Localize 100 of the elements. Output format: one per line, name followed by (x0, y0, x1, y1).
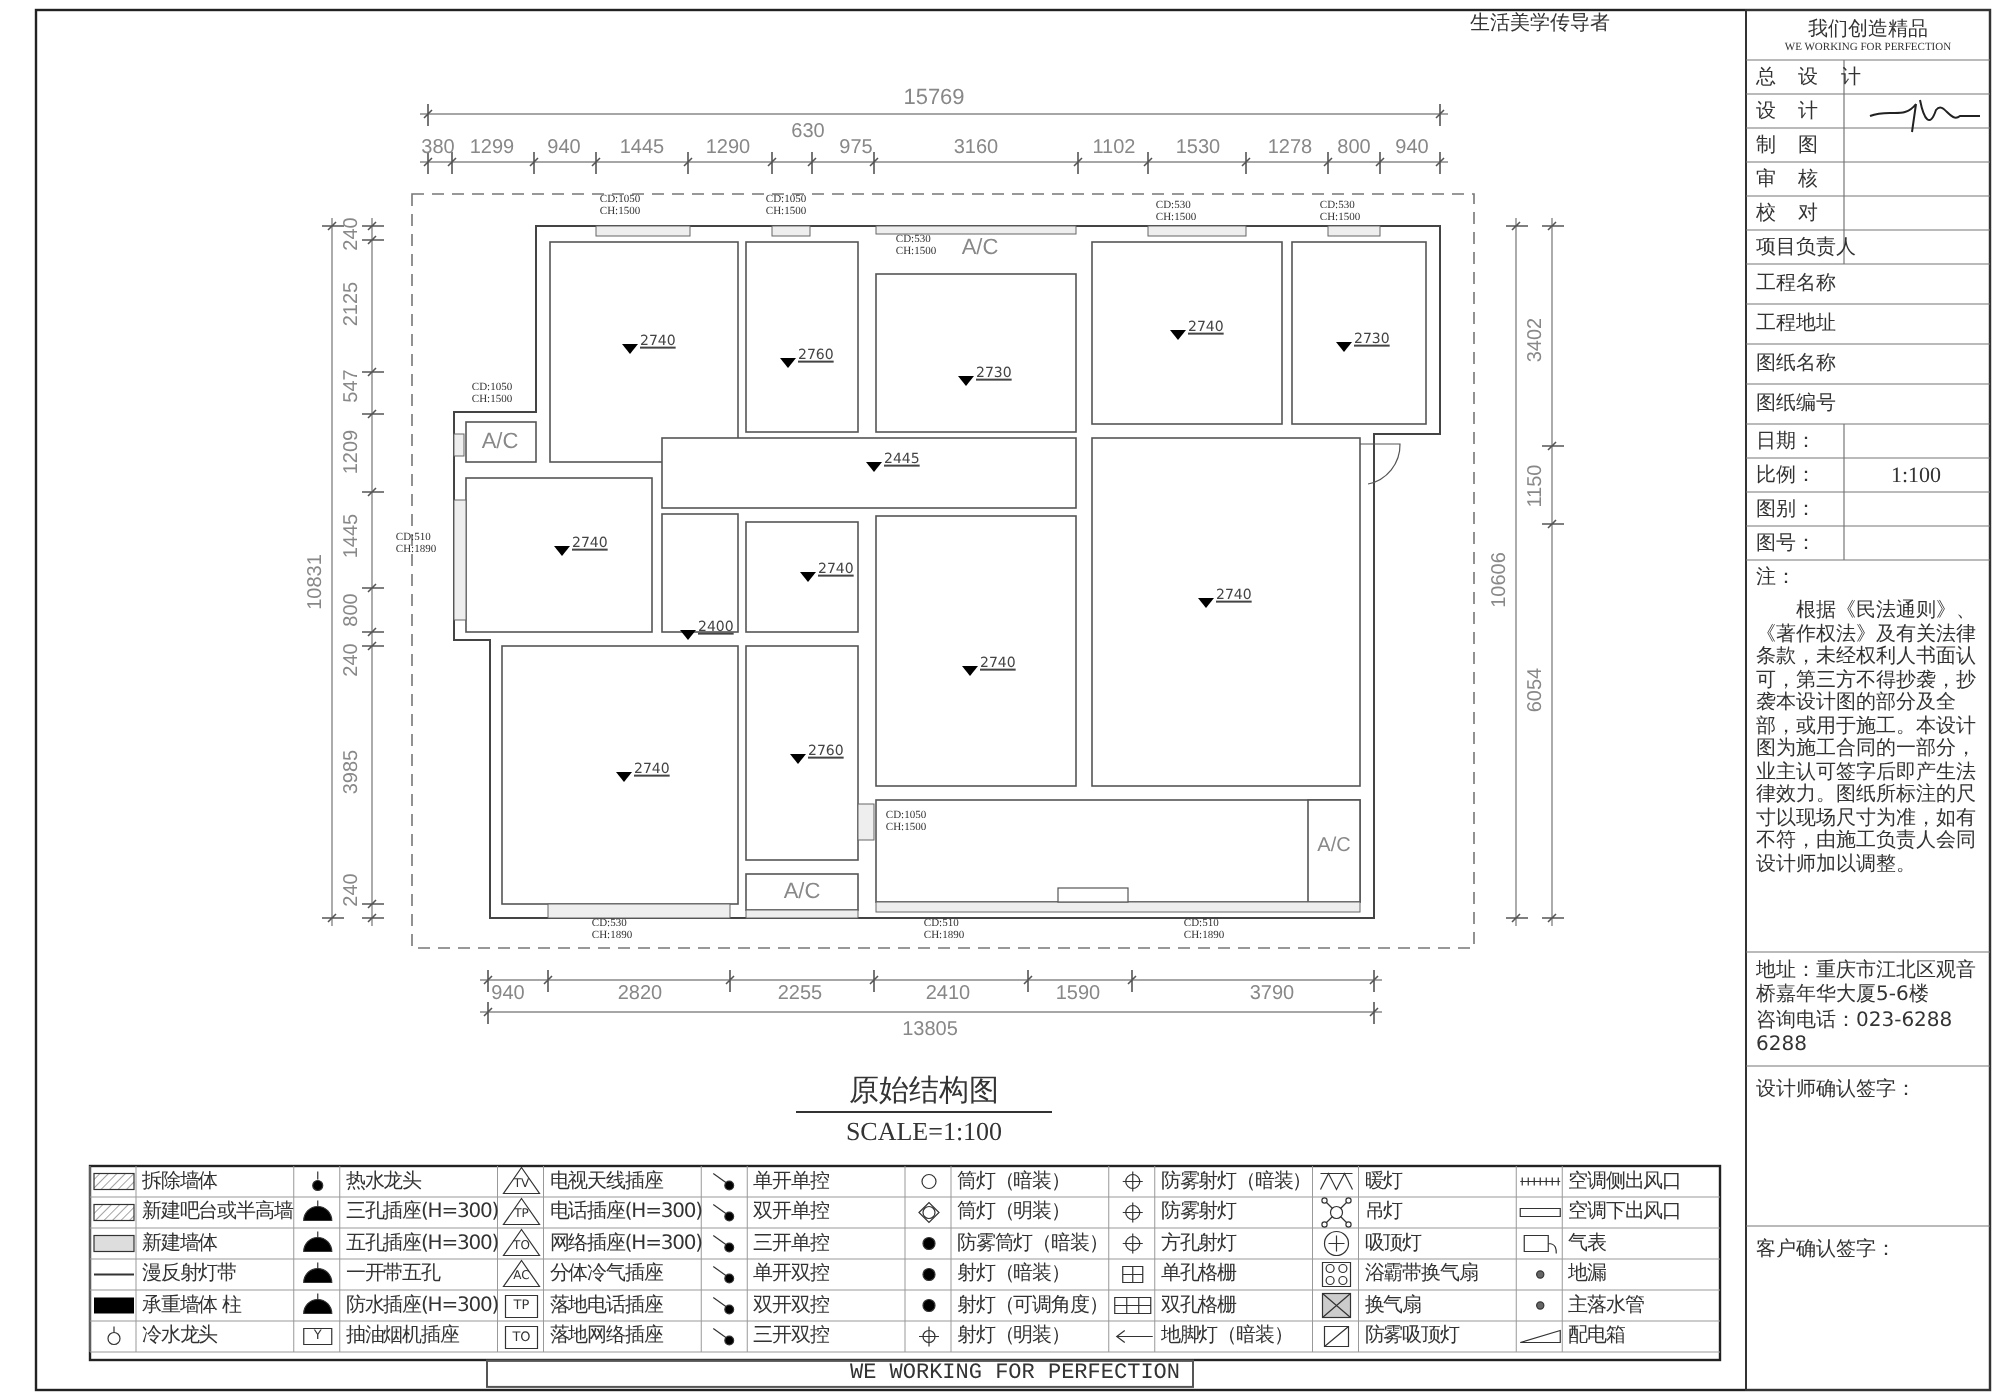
legend-label: 分体冷气插座 (549, 1263, 663, 1286)
dimension-value: 10831 (305, 554, 327, 610)
dimension-value: 1445 (341, 513, 363, 559)
legend-label: 方孔射灯 (1160, 1232, 1236, 1255)
ac-label: A/C (1317, 835, 1351, 857)
legend-label: 射灯（明装） (957, 1325, 1070, 1348)
scale-text: SCALE=1:100 (845, 1117, 1003, 1147)
legend-label: 新建吧台或半高墙 (142, 1201, 293, 1224)
legend-label: 配电箱 (1568, 1325, 1625, 1348)
scale-value: 1:100 (1890, 462, 1942, 488)
address-text: 地址：重庆市江北区观音桥嘉年华大厦5-6楼 (1756, 960, 1978, 1006)
field-label: 校 对 (1756, 202, 1819, 224)
legend-label: 单开单控 (753, 1170, 829, 1193)
legend-label: 落地网络插座 (549, 1325, 663, 1348)
dimension-value: 240 (341, 873, 363, 907)
dimension-value: 3402 (1525, 317, 1547, 363)
field-label: 日期： (1756, 430, 1816, 452)
dimension-value: 630 (791, 121, 825, 143)
legend-label: 三开双控 (753, 1325, 829, 1348)
field-label: 审 核 (1756, 168, 1819, 190)
legend-label: 筒灯（暗装） (957, 1170, 1070, 1193)
slogan-text: 生活美学传导者 (1470, 13, 1610, 35)
dimension-value: 940 (1395, 137, 1429, 159)
legend-label: 三开单控 (753, 1232, 829, 1255)
dimension-value: 1150 (1525, 464, 1547, 508)
dimension-value: 2820 (617, 983, 663, 1005)
legend-label: 地漏 (1568, 1263, 1606, 1286)
dimension-value: 380 (421, 137, 455, 159)
dimension-value: 13805 (902, 1019, 958, 1041)
legend-label: 单开双控 (753, 1263, 829, 1286)
dimension-value: 800 (341, 593, 363, 627)
field-label: 项目负责人 (1756, 236, 1856, 258)
dimension-value: 800 (1337, 137, 1371, 159)
notes-text: 根据《民法通则》、《著作权法》及有关法律条款，未经权利人书面认可，第三方不得抄袭，抄袭本设计图的部分及全部，或用于施工。本设计图为施工合同的一部分，业主认可签字后即产生法律效力。图纸所标注的尺寸以现场尺寸为准，如有不符，由施工负责人会同设计师加以调整。 (1756, 600, 1978, 876)
legend-label: 抽油烟机插座 (345, 1325, 459, 1348)
legend-label: 双开单控 (753, 1201, 829, 1224)
legend-label: 防雾射灯 (1160, 1201, 1236, 1224)
dimension-value: 6054 (1525, 667, 1547, 713)
dimension-value: 10606 (1489, 552, 1511, 608)
dimension-value: 3160 (953, 137, 999, 159)
legend-label: 单孔格栅 (1160, 1263, 1236, 1286)
dimension-value: 1209 (341, 429, 363, 475)
legend-label: 吸顶灯 (1364, 1232, 1421, 1255)
dimension-value: 240 (341, 217, 363, 251)
legend-label: 地脚灯（暗装） (1160, 1325, 1293, 1348)
legend-label: 换气扇 (1364, 1294, 1421, 1317)
dimension-value: 1290 (705, 137, 751, 159)
field-label: 制 图 (1756, 134, 1819, 156)
field-label: 图号： (1756, 532, 1816, 554)
dimension-value: 15769 (903, 85, 965, 111)
legend-label: 五孔插座(H=300) (345, 1232, 499, 1255)
field-label: 图别： (1756, 498, 1816, 520)
dimension-value: 975 (839, 137, 873, 159)
legend-label: 三孔插座(H=300) (345, 1201, 499, 1224)
legend-label: 主落水管 (1568, 1294, 1644, 1317)
drawing-title: 原始结构图 (849, 1073, 999, 1107)
dimension-value: 940 (491, 983, 525, 1005)
legend-label: 吊灯 (1364, 1201, 1403, 1224)
legend-label: 网络插座(H=300) (549, 1232, 702, 1255)
dimension-value: 1102 (1092, 137, 1136, 159)
field-label: 工程地址 (1756, 313, 1836, 335)
legend-label: 气表 (1568, 1232, 1606, 1255)
legend-label: 落地电话插座 (549, 1294, 663, 1317)
legend-label: 射灯（可调角度） (957, 1294, 1108, 1317)
legend-label: 浴霸带换气扇 (1364, 1263, 1478, 1286)
legend-label: 射灯（暗装） (957, 1263, 1070, 1286)
dimension-value: 1590 (1055, 983, 1101, 1005)
field-label: 设 计 (1756, 100, 1819, 122)
legend-label: 防雾筒灯（暗装） (957, 1232, 1108, 1255)
field-label: 图纸编号 (1756, 393, 1836, 415)
legend-label: 电话插座(H=300) (549, 1201, 702, 1224)
legend-label: 新建墙体 (142, 1232, 218, 1255)
legend-label: 双孔格栅 (1160, 1294, 1236, 1317)
dimension-value: 940 (547, 137, 581, 159)
dimension-value: 3985 (341, 749, 363, 795)
field-label: 比例： (1756, 464, 1816, 486)
legend-label: 冷水龙头 (142, 1325, 218, 1348)
signature-field-label: 设计师确认签字： (1756, 1079, 1916, 1101)
dimension-value: 1278 (1267, 137, 1313, 159)
legend-label: 暖灯 (1364, 1170, 1403, 1193)
banner-text: WE WORKING FOR PERFECTION (486, 1359, 1194, 1389)
legend-label: 防水插座(H=300) (345, 1294, 499, 1317)
field-label: 图纸名称 (1756, 353, 1836, 375)
field-label: 总 设 计 (1756, 66, 1861, 88)
legend-label: 空调下出风口 (1568, 1201, 1682, 1224)
dimension-value: 1445 (619, 137, 665, 159)
legend-label: 拆除墙体 (142, 1170, 218, 1193)
legend-label: 筒灯（明装） (957, 1201, 1070, 1224)
dimension-value: 2125 (341, 281, 363, 327)
field-label: 工程名称 (1756, 273, 1836, 295)
legend-label: 空调侧出风口 (1568, 1170, 1682, 1193)
legend-label: 漫反射灯带 (142, 1263, 237, 1286)
notes-heading: 注： (1756, 567, 1796, 589)
legend-label: 双开双控 (753, 1294, 829, 1317)
legend-label: 承重墙体 柱 (142, 1294, 242, 1317)
ac-label: A/C (783, 879, 821, 905)
signature-field-label: 客户确认签字： (1756, 1239, 1896, 1261)
legend-label: 防雾吸顶灯 (1364, 1325, 1459, 1348)
dimension-value: 240 (341, 643, 363, 677)
legend-label: 电视天线插座 (549, 1170, 663, 1193)
